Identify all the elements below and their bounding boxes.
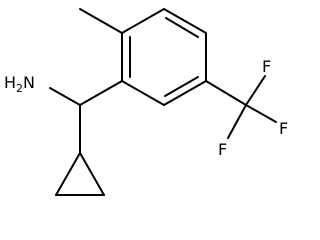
cf3-bond-f1 <box>245 75 266 106</box>
ch-to-amine-bond <box>49 87 81 106</box>
cyclopropyl-bond-3 <box>79 152 105 196</box>
amine-n-label: N <box>23 73 35 92</box>
benzene-ring <box>121 8 207 106</box>
fluorine-label-1: F <box>262 57 271 76</box>
amine-h-label: H <box>4 73 16 92</box>
chemical-structure-diagram: H2N F F F <box>4 8 288 196</box>
ring-to-cf3-bond <box>205 80 247 106</box>
cf3-bond-f3 <box>227 104 247 139</box>
ring-bond-c5-c6 <box>121 80 165 106</box>
ring-double-bond-inner-1 <box>165 17 199 38</box>
methyl-bond <box>79 8 123 34</box>
amine-label: H2N <box>4 73 35 95</box>
ring-bond-c2-c3 <box>163 8 207 34</box>
ring-bond-c1-c2 <box>121 8 165 34</box>
ring-double-bond-inner-2 <box>164 76 199 97</box>
ring-to-ch-bond <box>79 80 123 106</box>
fluorine-label-2: F <box>279 119 288 138</box>
cf3-bond-f2 <box>245 104 277 123</box>
cyclopropyl-bond-1 <box>55 152 81 196</box>
amine-subscript-label: 2 <box>16 82 23 95</box>
cyclopropyl-ring <box>55 152 105 196</box>
fluorine-label-3: F <box>218 140 227 159</box>
ring-bond-c4-c5 <box>163 80 207 106</box>
